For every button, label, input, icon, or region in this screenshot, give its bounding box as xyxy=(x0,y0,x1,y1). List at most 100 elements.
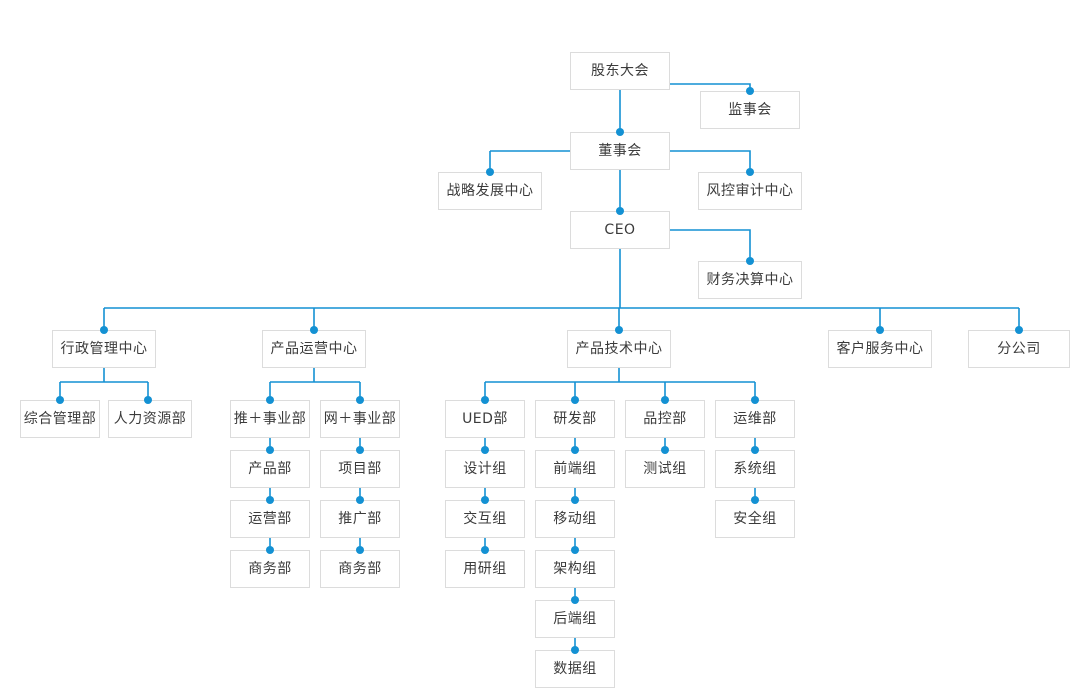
node-label: 品控部 xyxy=(643,411,687,427)
node-user-research-group[interactable]: 用研组 xyxy=(445,550,525,588)
node-product-tech-center[interactable]: 产品技术中心 xyxy=(567,330,671,368)
node-operations-dept[interactable]: 运营部 xyxy=(230,500,310,538)
node-label: 系统组 xyxy=(733,461,777,477)
node-label: 人力资源部 xyxy=(113,411,187,427)
node-interaction-group[interactable]: 交互组 xyxy=(445,500,525,538)
connector-dot-tui-plus-division xyxy=(266,396,274,404)
connector-dot-ceo xyxy=(616,207,624,215)
node-label: 行政管理中心 xyxy=(60,341,148,357)
node-label: 移动组 xyxy=(553,511,597,527)
node-rd-dept[interactable]: 研发部 xyxy=(535,400,615,438)
connector-dot-system-group xyxy=(751,446,759,454)
connector-dot-customer-service-center xyxy=(876,326,884,334)
connector-dot-design-group xyxy=(481,446,489,454)
connector-dot-ued-dept xyxy=(481,396,489,404)
node-architecture-group[interactable]: 架构组 xyxy=(535,550,615,588)
node-test-group[interactable]: 测试组 xyxy=(625,450,705,488)
connector-dot-finance-center xyxy=(746,257,754,265)
connector-dot-board-of-directors xyxy=(616,128,624,136)
node-label: 后端组 xyxy=(553,611,597,627)
node-ops-maint-dept[interactable]: 运维部 xyxy=(715,400,795,438)
node-label: 产品部 xyxy=(248,461,292,477)
node-label: UED部 xyxy=(462,411,508,427)
node-project-dept[interactable]: 项目部 xyxy=(320,450,400,488)
node-supervisory-board[interactable]: 监事会 xyxy=(700,91,800,129)
connector-dot-business-dept-b xyxy=(356,546,364,554)
node-label: 战略发展中心 xyxy=(446,183,534,199)
node-label: 安全组 xyxy=(733,511,777,527)
node-label: 商务部 xyxy=(338,561,382,577)
node-label: 商务部 xyxy=(248,561,292,577)
connector-dot-promotion-dept xyxy=(356,496,364,504)
node-label: 交互组 xyxy=(463,511,507,527)
node-ued-dept[interactable]: UED部 xyxy=(445,400,525,438)
node-wang-plus-division[interactable]: 网＋事业部 xyxy=(320,400,400,438)
node-branch-company[interactable]: 分公司 xyxy=(968,330,1070,368)
node-system-group[interactable]: 系统组 xyxy=(715,450,795,488)
connector-dot-security-group xyxy=(751,496,759,504)
connector-dot-general-admin-dept xyxy=(56,396,64,404)
connector-dot-user-research-group xyxy=(481,546,489,554)
node-label: 产品运营中心 xyxy=(270,341,358,357)
node-label: 运维部 xyxy=(733,411,777,427)
node-label: 产品技术中心 xyxy=(575,341,663,357)
connector-line xyxy=(670,229,751,261)
connector-dot-project-dept xyxy=(356,446,364,454)
connector-dot-strategy-center xyxy=(486,168,494,176)
node-tui-plus-division[interactable]: 推＋事业部 xyxy=(230,400,310,438)
node-risk-audit-center[interactable]: 风控审计中心 xyxy=(698,172,802,210)
connector-dot-hr-dept xyxy=(144,396,152,404)
connector-dot-architecture-group xyxy=(571,546,579,554)
node-label: 董事会 xyxy=(598,143,642,159)
node-admin-center[interactable]: 行政管理中心 xyxy=(52,330,156,368)
connector-dot-business-dept-a xyxy=(266,546,274,554)
node-design-group[interactable]: 设计组 xyxy=(445,450,525,488)
node-label: 网＋事业部 xyxy=(323,411,397,427)
node-label: 风控审计中心 xyxy=(706,183,794,199)
node-label: 推＋事业部 xyxy=(233,411,307,427)
connector-line xyxy=(670,150,751,172)
node-label: 测试组 xyxy=(643,461,687,477)
node-label: 分公司 xyxy=(997,341,1041,357)
node-label: 项目部 xyxy=(338,461,382,477)
node-mobile-group[interactable]: 移动组 xyxy=(535,500,615,538)
node-backend-group[interactable]: 后端组 xyxy=(535,600,615,638)
node-label: 监事会 xyxy=(728,102,772,118)
node-hr-dept[interactable]: 人力资源部 xyxy=(108,400,192,438)
node-customer-service-center[interactable]: 客户服务中心 xyxy=(828,330,932,368)
node-label: 架构组 xyxy=(553,561,597,577)
node-label: 综合管理部 xyxy=(23,411,97,427)
node-strategy-center[interactable]: 战略发展中心 xyxy=(438,172,542,210)
connector-dot-data-group xyxy=(571,646,579,654)
connector-dot-ops-maint-dept xyxy=(751,396,759,404)
connector-dot-interaction-group xyxy=(481,496,489,504)
connector-dot-risk-audit-center xyxy=(746,168,754,176)
connector-dot-backend-group xyxy=(571,596,579,604)
node-label: 客户服务中心 xyxy=(836,341,924,357)
node-promotion-dept[interactable]: 推广部 xyxy=(320,500,400,538)
node-qc-dept[interactable]: 品控部 xyxy=(625,400,705,438)
connector-dot-branch-company xyxy=(1015,326,1023,334)
node-label: 设计组 xyxy=(463,461,507,477)
node-business-dept-b[interactable]: 商务部 xyxy=(320,550,400,588)
connector-dot-supervisory-board xyxy=(746,87,754,95)
node-label: CEO xyxy=(604,222,636,238)
node-data-group[interactable]: 数据组 xyxy=(535,650,615,688)
connector-dot-product-dept xyxy=(266,446,274,454)
connector-dot-mobile-group xyxy=(571,496,579,504)
connector-dot-admin-center xyxy=(100,326,108,334)
node-label: 前端组 xyxy=(553,461,597,477)
node-security-group[interactable]: 安全组 xyxy=(715,500,795,538)
node-ceo[interactable]: CEO xyxy=(570,211,670,249)
node-business-dept-a[interactable]: 商务部 xyxy=(230,550,310,588)
node-general-admin-dept[interactable]: 综合管理部 xyxy=(20,400,100,438)
node-label: 研发部 xyxy=(553,411,597,427)
node-finance-center[interactable]: 财务决算中心 xyxy=(698,261,802,299)
node-frontend-group[interactable]: 前端组 xyxy=(535,450,615,488)
node-shareholders-meeting[interactable]: 股东大会 xyxy=(570,52,670,90)
node-product-dept[interactable]: 产品部 xyxy=(230,450,310,488)
node-board-of-directors[interactable]: 董事会 xyxy=(570,132,670,170)
node-product-ops-center[interactable]: 产品运营中心 xyxy=(262,330,366,368)
connector-dot-product-ops-center xyxy=(310,326,318,334)
